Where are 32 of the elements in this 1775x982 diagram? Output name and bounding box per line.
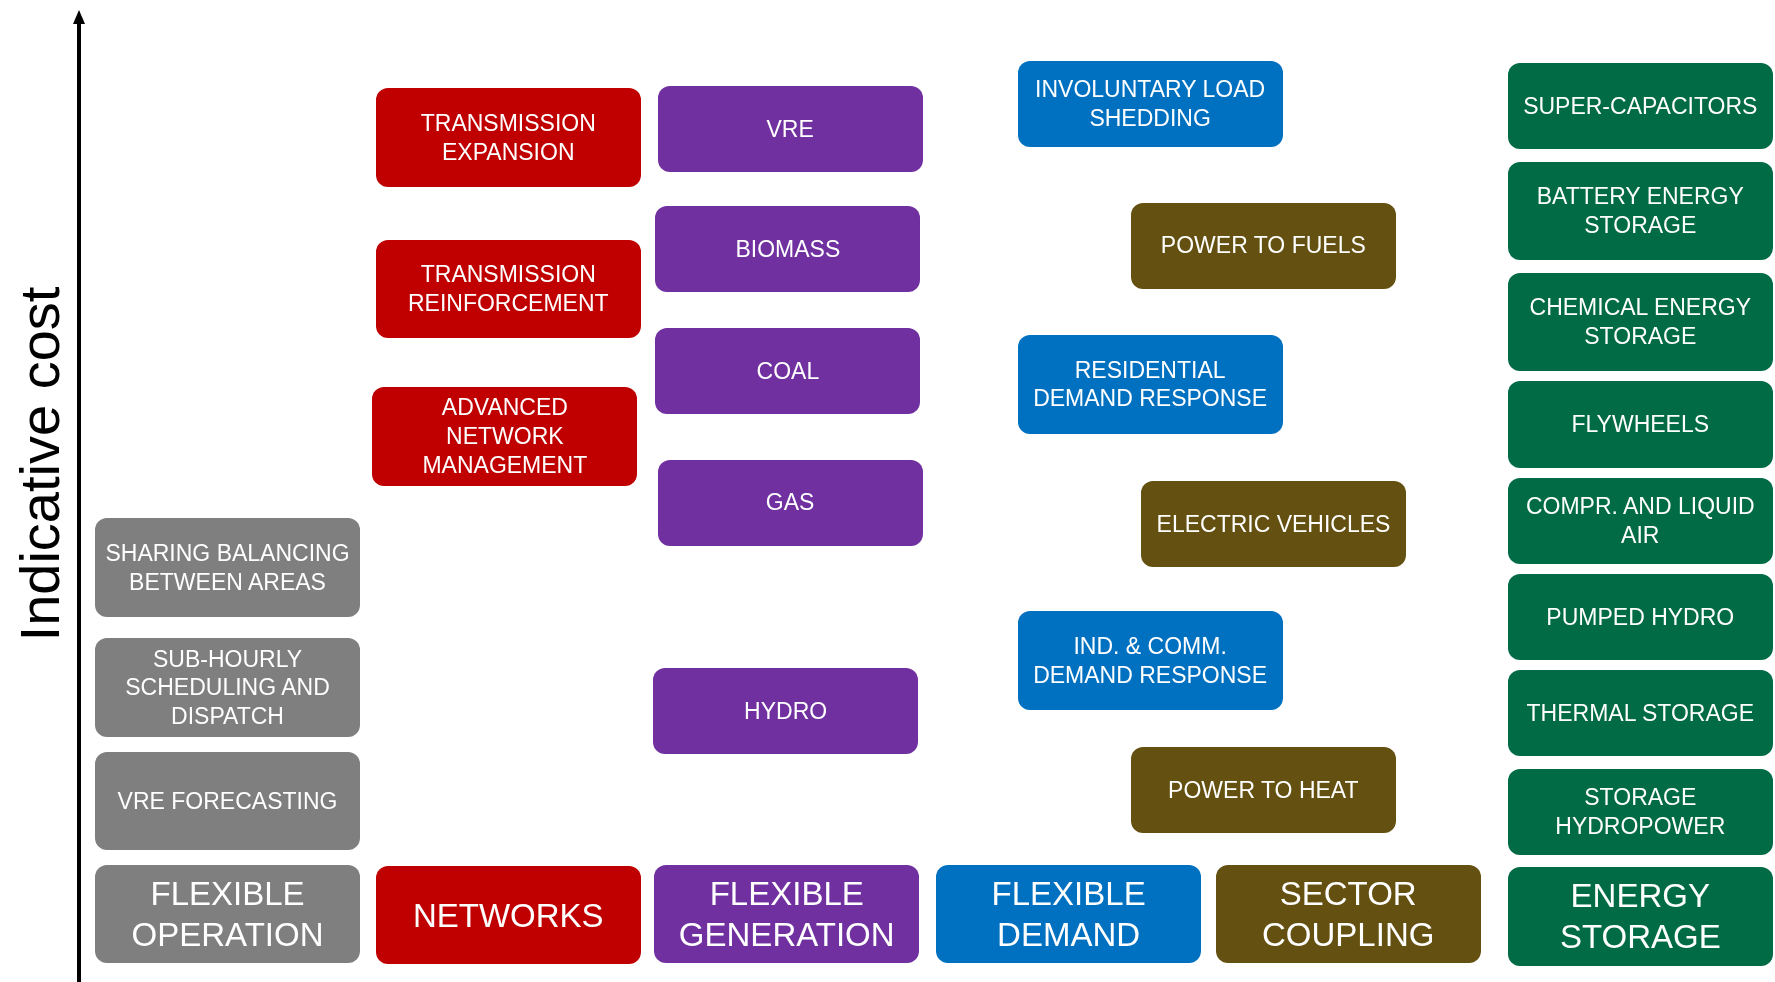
option-box: SUPER-CAPACITORS (1507, 63, 1773, 150)
option-box: SHARING BALANCING BETWEEN AREAS (95, 518, 360, 617)
option-box: BATTERY ENERGY STORAGE (1507, 161, 1773, 261)
option-box: COAL (655, 328, 921, 415)
option-box: ELECTRIC VEHICLES (1141, 481, 1406, 568)
option-box: SUB-HOURLY SCHEDULING AND DISPATCH (95, 638, 360, 737)
option-box: POWER TO FUELS (1130, 202, 1396, 289)
option-box: FLYWHEELS (1507, 381, 1773, 468)
category-box: FLEXIBLE GENERATION (654, 864, 920, 964)
category-box: SECTOR COUPLING (1215, 864, 1481, 964)
option-box: RESIDENTIAL DEMAND RESPONSE (1017, 335, 1283, 434)
option-box: GAS (657, 459, 923, 546)
option-box: ADVANCED NETWORK MANAGEMENT (372, 387, 638, 486)
option-box: CHEMICAL ENERGY STORAGE (1507, 272, 1773, 372)
option-box: IND. & COMM. DEMAND RESPONSE (1017, 611, 1283, 710)
category-box: NETWORKS (375, 866, 641, 965)
option-box: TRANSMISSION REINFORCEMENT (375, 240, 641, 339)
option-box: STORAGE HYDROPOWER (1507, 768, 1773, 855)
option-box: COMPR. AND LIQUID AIR (1507, 477, 1773, 564)
option-box: HYDRO (653, 667, 919, 754)
option-box: TRANSMISSION EXPANSION (375, 88, 641, 187)
option-box: THERMAL STORAGE (1507, 670, 1773, 757)
option-box: VRE FORECASTING (95, 751, 360, 851)
option-box: INVOLUNTARY LOAD SHEDDING (1017, 61, 1283, 148)
option-box: VRE (657, 86, 923, 173)
axis-label: Indicative cost (7, 286, 72, 642)
option-box: BIOMASS (655, 206, 921, 293)
option-box: POWER TO HEAT (1130, 747, 1396, 834)
category-box: ENERGY STORAGE (1507, 867, 1773, 966)
category-box: FLEXIBLE DEMAND (936, 864, 1202, 964)
option-box: PUMPED HYDRO (1507, 573, 1773, 660)
category-box: FLEXIBLE OPERATION (95, 864, 360, 964)
